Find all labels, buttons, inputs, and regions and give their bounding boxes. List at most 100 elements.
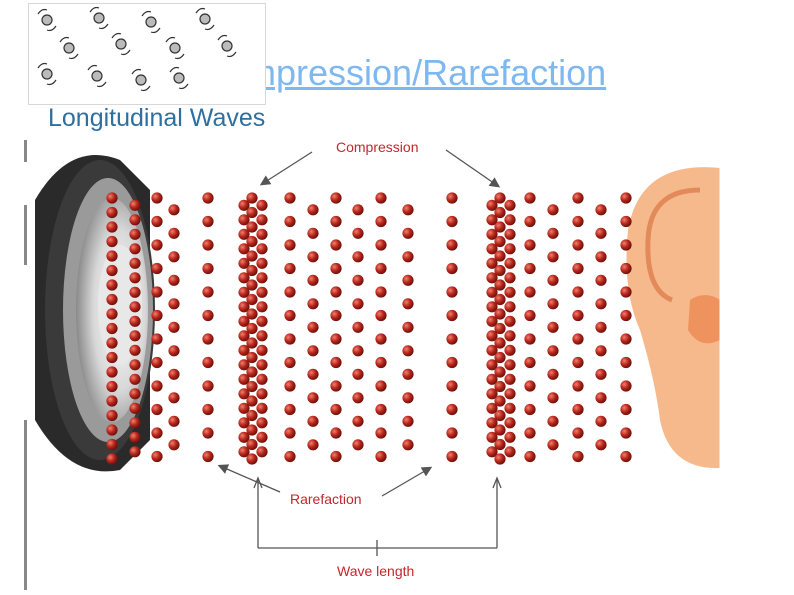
air-particle [129,228,141,240]
air-particle [352,321,364,333]
air-particle [284,380,296,392]
air-particle [129,446,141,458]
air-particle [504,402,516,414]
air-particle [547,345,559,357]
air-particle [504,272,516,284]
rarefaction-arrow-left [217,464,281,493]
air-particle [168,345,180,357]
air-particle [504,243,516,255]
air-particle [129,257,141,269]
air-particle [129,373,141,385]
air-particle [486,301,498,313]
air-particle [547,392,559,404]
ear-icon [626,167,721,469]
air-particle [547,368,559,380]
air-particle [620,192,632,204]
air-particle [202,333,214,345]
slide-title-link[interactable]: Compression/Rarefaction [200,52,607,93]
air-particle [256,330,268,342]
air-particle [620,356,632,369]
air-particle [620,380,632,392]
air-particle [168,415,180,427]
air-particle [246,206,258,219]
air-particle [202,356,214,369]
air-particle [246,322,258,335]
air-particle [307,345,319,357]
air-particle [402,274,414,286]
air-particle [402,204,414,216]
air-particle [129,315,141,327]
air-particle [446,262,458,275]
air-particle [494,308,506,320]
air-particle [330,262,342,275]
air-particle [504,388,516,400]
air-particle [504,301,516,313]
air-particle [256,301,268,313]
air-particle [246,192,258,204]
air-particle [486,257,498,269]
air-particle [284,309,296,322]
air-particle [151,356,163,369]
air-particle [504,417,516,429]
air-particle [524,239,536,251]
air-particle [524,215,536,228]
air-particle [494,380,506,393]
air-particle [352,274,364,286]
air-particle [129,301,141,313]
air-particle [246,250,258,262]
air-particle [330,356,342,369]
compression-arrow-left [259,151,313,186]
air-particle [284,356,296,369]
air-particle [494,235,506,248]
air-particle [106,308,118,320]
air-particle [620,262,632,275]
air-particle [106,235,118,248]
air-particle [595,298,607,310]
air-particle [151,427,163,439]
air-particle [238,330,250,342]
air-particle [106,438,118,451]
air-particle [446,286,458,298]
air-particle [402,368,414,380]
air-particle [246,264,258,277]
air-particle [151,239,163,251]
air-particle [106,221,118,233]
air-particle [238,257,250,269]
wavelength-label: Wave length [337,563,415,579]
air-particle [202,192,214,204]
air-particle [307,274,319,286]
air-particle [494,192,506,204]
air-particle [168,204,180,216]
air-particle [524,333,536,345]
air-particle [106,293,118,306]
air-particle [402,321,414,333]
air-particle [494,322,506,335]
air-particle [238,417,250,429]
air-particle [129,272,141,284]
air-particle [256,214,268,226]
air-particle [402,345,414,357]
air-particle [238,431,250,443]
air-particle [352,345,364,357]
air-particle [595,227,607,239]
air-particle [168,227,180,239]
air-particle [494,453,506,465]
air-particle [504,228,516,240]
air-particle [375,239,387,251]
air-particle [129,359,141,371]
air-particle [504,446,516,458]
air-particle [284,403,296,416]
air-particle [106,366,118,378]
air-particle [375,333,387,345]
air-particle [129,286,141,298]
air-particle [504,344,516,356]
air-particle [620,333,632,345]
air-particle [284,427,296,439]
air-particle [106,250,118,262]
rarefaction-arrow-right [381,466,433,497]
air-particle [202,309,214,322]
air-particle [595,392,607,404]
air-particle [494,351,506,364]
air-particle [486,286,498,298]
